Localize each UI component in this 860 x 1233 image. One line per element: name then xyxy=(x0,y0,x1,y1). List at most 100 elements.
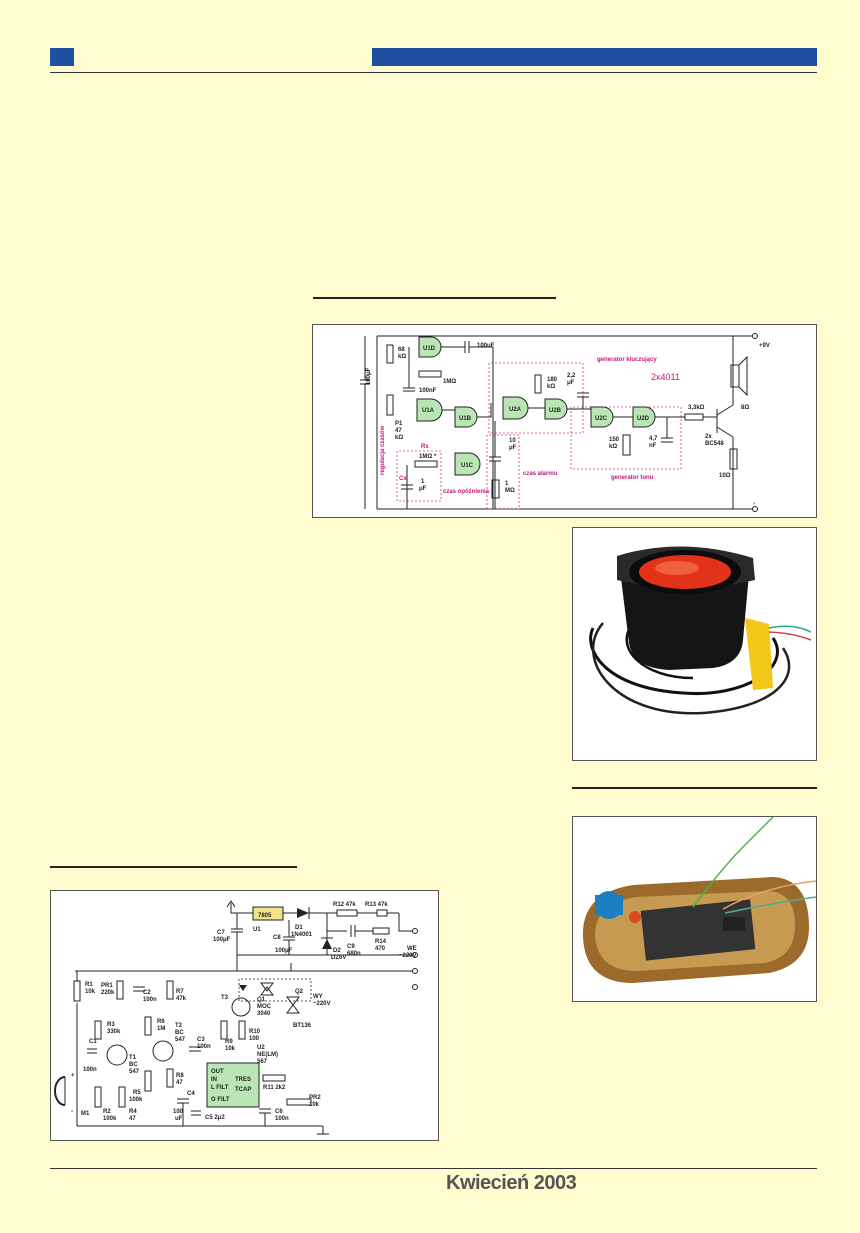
u2-value2: 567 xyxy=(257,1059,268,1065)
r8-label: R8 xyxy=(176,1073,184,1079)
czas-opoznienia-label: czas opóźnienia xyxy=(443,489,490,495)
q1-value: MOC xyxy=(257,1004,272,1010)
u7805-label: 7805 xyxy=(258,913,272,919)
c9-label: C9 xyxy=(347,944,355,950)
c9-value: 680n xyxy=(347,951,361,957)
r6-label: R6 xyxy=(157,1019,165,1025)
c6-label: C6 xyxy=(275,1109,283,1115)
u2-out: OUT xyxy=(211,1069,224,1075)
r8-value: 47 xyxy=(176,1080,183,1086)
u1c-label: U1C xyxy=(461,463,474,469)
c100uf-label: 100uF xyxy=(477,343,495,349)
t1-label: T1 xyxy=(129,1055,137,1061)
r5-label: R5 xyxy=(133,1090,141,1096)
t2-label: T2 xyxy=(175,1023,183,1029)
c8-value: 100μF xyxy=(275,948,293,954)
q1-value2: 3040 xyxy=(257,1011,271,1017)
footer-rule xyxy=(50,1168,817,1169)
r1-value: 10k xyxy=(85,989,96,995)
r4-label: R4 xyxy=(129,1109,137,1115)
r7-value: 47k xyxy=(176,996,187,1002)
r2-label: R2 xyxy=(103,1109,111,1115)
d1-value: 1N4001 xyxy=(291,932,313,938)
c2-value: 100n xyxy=(143,997,157,1003)
u2-in: IN xyxy=(211,1077,217,1083)
r11-label: R11 2k2 xyxy=(263,1085,286,1091)
u1d-label: U1D xyxy=(423,346,436,352)
r3-value: 330k xyxy=(107,1029,121,1035)
r68-unit: kΩ xyxy=(398,354,406,360)
alarm-schematic: 100μF 68 kΩ P1 47 kΩ regulacja czasów U1… xyxy=(360,333,770,512)
r150-unit: kΩ xyxy=(609,444,617,450)
c3-label: C3 xyxy=(197,1037,205,1043)
we-value: ~220V xyxy=(399,953,417,959)
c4-value2: uF xyxy=(175,1116,183,1122)
u1b-label: U1B xyxy=(459,416,472,422)
p1-label: P1 xyxy=(395,421,403,427)
header-rule xyxy=(50,72,817,73)
mic-plus: + xyxy=(71,1073,75,1079)
u1-label: U1 xyxy=(253,927,261,933)
v9-label: +9V xyxy=(759,343,770,349)
c2-label: C2 xyxy=(143,990,151,996)
r1m-rx-label: 1MΩ * xyxy=(419,454,437,460)
gen-tonu-label: generator tonu xyxy=(611,475,654,481)
u2b-label: U2B xyxy=(549,408,562,414)
footer-date: Kwiecień 2003 xyxy=(446,1172,577,1194)
u2-ofilt: O FILT xyxy=(211,1097,230,1103)
d1-label: D1 xyxy=(295,925,303,931)
remote-switch-schematic-panel: 7805 U1 D1 1N4001 R12 47k R13 47k C7 100… xyxy=(50,890,439,1141)
c1uf-label: 1 xyxy=(421,479,425,485)
gen-klucz-label: generator kluczujący xyxy=(597,357,657,363)
cx-label: Cx xyxy=(399,476,407,482)
r7-label: R7 xyxy=(176,989,184,995)
c6-value: 100n xyxy=(275,1116,289,1122)
t2-value2: 547 xyxy=(175,1037,186,1043)
c7-value: 100μF xyxy=(213,937,231,943)
r10-label: R10 xyxy=(249,1029,261,1035)
r10-value: 100 xyxy=(249,1036,260,1042)
p1-value: 47 xyxy=(395,428,402,434)
q2-label: Q2 xyxy=(295,989,304,995)
header-marker xyxy=(50,48,74,66)
t3-label: T3 xyxy=(221,995,229,1001)
r150-label: 150 xyxy=(609,437,620,443)
u1a-label: U1A xyxy=(422,408,435,414)
wy-value: ~220V xyxy=(313,1001,331,1007)
r68-label: 68 xyxy=(398,347,405,353)
c1-label: C1 xyxy=(89,1039,97,1045)
siren-photo-image xyxy=(573,528,816,760)
u2d-label: U2D xyxy=(637,416,650,422)
c1uf-unit: μF xyxy=(419,486,427,492)
c1-value: 100n xyxy=(83,1067,97,1073)
r1m-alarm-unit: MΩ xyxy=(505,488,515,494)
c4-value: 100 xyxy=(173,1109,184,1115)
p1-unit: kΩ xyxy=(395,435,403,441)
r1m-top-label: 1MΩ xyxy=(443,379,456,385)
reg-label: regulacja czasów xyxy=(380,425,386,475)
c-left-value: 100μF xyxy=(366,367,372,385)
ic-label: 2x4011 xyxy=(651,372,680,382)
pr2-value: 10k xyxy=(309,1102,320,1108)
q2-value: BT136 xyxy=(293,1023,312,1029)
t2-value: BC xyxy=(175,1030,184,1036)
r5-value: 100k xyxy=(129,1097,143,1103)
m1-label: M1 xyxy=(81,1111,90,1117)
minus-label: - xyxy=(753,501,755,507)
r6-value: 1M xyxy=(157,1026,165,1032)
r33-label: 3,3kΩ xyxy=(688,405,705,411)
pcb-photo xyxy=(572,816,817,1002)
r180a-label: 180 xyxy=(547,377,558,383)
siren-photo xyxy=(572,527,817,761)
caption-rule-1 xyxy=(313,297,556,299)
r10-label: 10Ω xyxy=(719,473,731,479)
d2-label: D2 xyxy=(333,948,341,954)
r180a-unit: kΩ xyxy=(547,384,555,390)
c47-label: 4,7 xyxy=(649,436,658,442)
c8-label: C8 xyxy=(273,935,281,941)
c4-label: C4 xyxy=(187,1091,195,1097)
t1-value: BC xyxy=(129,1062,138,1068)
we-label: WE xyxy=(407,946,417,952)
caption-rule-3 xyxy=(50,866,297,868)
u2-tres: TRES xyxy=(235,1077,251,1083)
